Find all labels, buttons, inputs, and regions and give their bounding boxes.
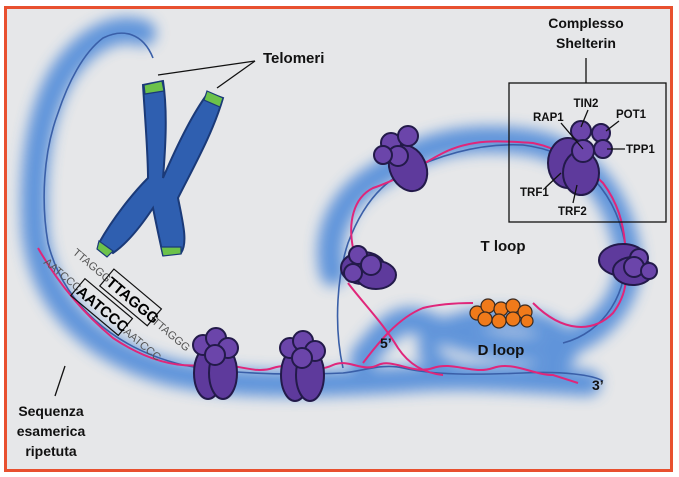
hexamer-label-line3: ripetuta (25, 443, 77, 459)
telomeres-label: Telomeri (263, 50, 324, 67)
telomere-cap-bottom-right (160, 246, 182, 257)
shelterin-box (508, 82, 667, 223)
protein-cluster-left (340, 245, 397, 290)
telomere-cap-top-left (143, 80, 165, 95)
telomere-cap-bottom-left (96, 239, 114, 258)
telomere-diagram: Telomeri Complesso Shelterin TIN2 RAP1 P… (17, 15, 667, 459)
top-strand-box (98, 268, 163, 327)
telomere-cap-top-right (203, 90, 224, 108)
protein-label-trf2: TRF2 (558, 206, 587, 218)
protein-label-tpp1: TPP1 (626, 144, 655, 156)
protein-label-rap1: RAP1 (533, 112, 564, 124)
hexamer-label-line1: Sequenza (18, 403, 84, 419)
protein-label-tin2: TIN2 (574, 98, 599, 110)
three-prime-label: 3’ (592, 377, 604, 393)
chromosome (96, 79, 225, 258)
protein-cluster-bottom-2 (279, 330, 326, 402)
shelterin-title-line1: Complesso (548, 15, 623, 31)
protein-label-pot1: POT1 (616, 109, 647, 121)
t-loop-label: T loop (481, 238, 526, 255)
diagram-frame: Telomeri Complesso Shelterin TIN2 RAP1 P… (4, 6, 673, 472)
hexamer-label-line2: esamerica (17, 423, 86, 439)
five-prime-label: 5’ (380, 335, 392, 351)
shelterin-leaders (544, 109, 625, 204)
telomere-leader-right (216, 60, 256, 89)
protein-label-trf1: TRF1 (520, 187, 549, 199)
dloop-protein-cluster (469, 298, 534, 329)
protein-cluster-top (373, 125, 429, 193)
hexamer-leader (54, 365, 66, 397)
shelterin-title-line2: Shelterin (556, 35, 616, 51)
d-loop-label: D loop (478, 342, 525, 359)
protein-cluster-bottom-1 (192, 327, 239, 400)
bottom-strand-box (69, 277, 134, 337)
protein-cluster-right (598, 243, 658, 286)
telomere-leader-left (157, 60, 256, 76)
dna-strand-pink (37, 140, 627, 384)
